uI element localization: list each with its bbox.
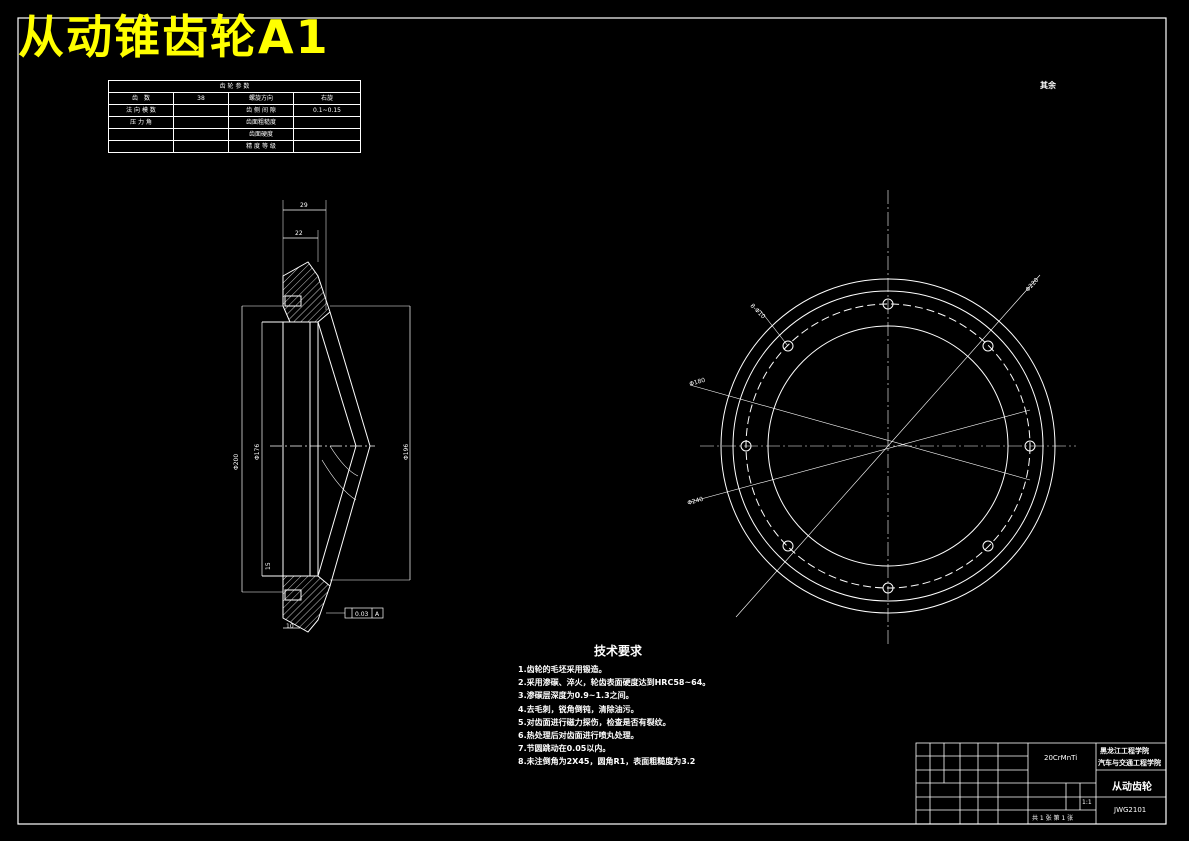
dim-15: 15 xyxy=(265,562,272,570)
tech-req-title: 技术要求 xyxy=(593,644,642,658)
scale-value: 1:1 xyxy=(1082,799,1092,806)
dim-22: 22 xyxy=(295,230,303,237)
param-table-header: 齿 轮 参 数 xyxy=(108,80,361,93)
roughness-note: 其余 xyxy=(1040,81,1056,90)
dim-phi196: Φ196 xyxy=(403,444,410,460)
top-view xyxy=(689,190,1076,645)
list-item: 6.热处理后对齿面进行喷丸处理。 xyxy=(518,731,639,741)
drawing-border xyxy=(17,17,1167,825)
list-item: 2.采用渗碳、淬火，轮齿表面硬度达到HRC58~64。 xyxy=(518,678,711,688)
section-view xyxy=(241,200,411,633)
dim-10: 10 xyxy=(286,623,294,630)
upper-hatch-section xyxy=(282,261,331,323)
drawing-title: 从动锥齿轮A1 xyxy=(18,10,330,64)
list-item: 4.去毛刺，锐角倒钝，清除油污。 xyxy=(518,704,639,714)
school-name: 黑龙江工程学院 xyxy=(1100,747,1149,755)
table-row: 压 力 角 齿面粗糙度 xyxy=(108,116,361,129)
tolerance-value: 0.03 xyxy=(355,611,369,618)
list-item: 5.对齿面进行磁力探伤，检查是否有裂纹。 xyxy=(518,717,671,727)
table-row: 齿 数 38 螺旋方向 右旋 xyxy=(108,92,361,105)
table-row: 法 向 模 数 齿 侧 间 隙 0.1~0.15 xyxy=(108,104,361,117)
dim-phi200: Φ200 xyxy=(233,454,240,470)
title-block xyxy=(915,742,1167,825)
dim-phi220: Φ220 xyxy=(1024,276,1040,293)
department-name: 汽车与交通工程学院 xyxy=(1098,759,1161,767)
material-label: 20CrMnTi xyxy=(1044,754,1078,762)
list-item: 7.节圆跳动在0.05以内。 xyxy=(518,744,611,754)
list-item: 1.齿轮的毛坯采用锻造。 xyxy=(518,665,607,674)
dim-phi240: Φ240 xyxy=(687,496,705,507)
part-name: 从动齿轮 xyxy=(1112,782,1152,793)
dim-phi180: Φ180 xyxy=(689,377,707,388)
dim-phi176: Φ176 xyxy=(254,444,261,460)
list-item: 3.渗碳层深度为0.9~1.3之间。 xyxy=(518,691,634,701)
drawing-number: JWG2101 xyxy=(1114,806,1147,814)
gear-parameter-table: 齿 轮 参 数 齿 数 38 螺旋方向 右旋 法 向 模 数 齿 侧 间 隙 0… xyxy=(108,80,361,153)
dim-8-phi10: 8-Φ10 xyxy=(749,302,767,320)
table-row: 齿面硬度 xyxy=(108,128,361,141)
list-item: 8.未注倒角为2X45，圆角R1，表面粗糙度为3.2 xyxy=(518,757,696,767)
table-row: 精 度 等 级 xyxy=(108,140,361,153)
tolerance-datum: A xyxy=(375,611,380,618)
technical-requirements: 技术要求 1.齿轮的毛坯采用锻造。 2.采用渗碳、淬火，轮齿表面硬度达到HRC5… xyxy=(518,642,848,769)
sheet-info: 共 1 张 第 1 张 xyxy=(1032,815,1074,822)
dim-29: 29 xyxy=(300,202,308,209)
